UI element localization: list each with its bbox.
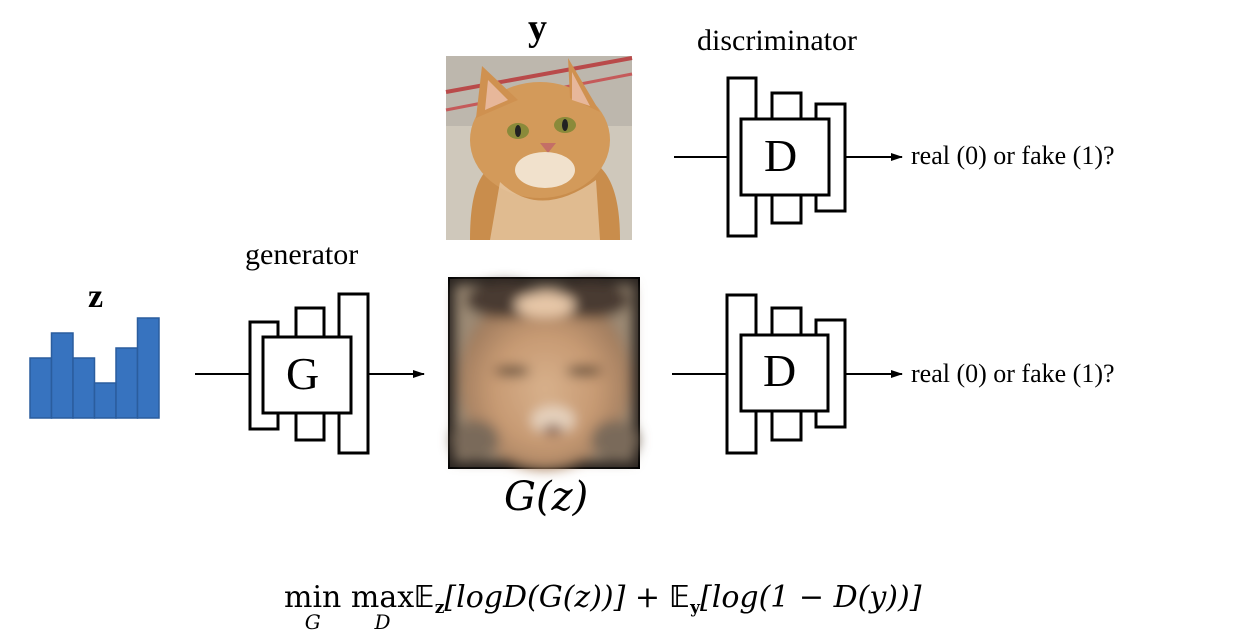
formula-term-1: [logD(G(z))] + [444,580,661,615]
output-top-label: real (0) or fake (1)? [911,141,1115,170]
latent-histogram [29,317,160,419]
discriminator-block-bottom-label: D [763,345,797,396]
discriminator-block-top [726,76,847,238]
discriminator-block-top-label: D [764,130,798,181]
expectation-y: 𝔼 [669,580,691,615]
real-sample-label: y [528,7,547,49]
generated-sample-caption: G(z) [504,474,589,520]
expectation-z-subscript: z [434,598,445,618]
generator-block [248,292,370,455]
histogram-bar [136,317,160,419]
real-cat-image [445,56,633,240]
histogram-bar [93,382,117,419]
formula-term-2: [log(1 − D(y))] [700,580,922,615]
discriminator-label: discriminator [697,24,857,57]
histogram-bar [29,357,53,419]
generator-block-label: G [286,348,320,399]
max-subscript: D [374,610,391,634]
histogram-bar [115,347,139,419]
output-bottom-label: real (0) or fake (1)? [911,359,1115,388]
latent-z-label: z [88,278,104,315]
generator-label: generator [245,238,359,271]
expectation-y-subscript: y [690,598,701,618]
min-subscript: G [304,610,321,634]
histogram-bar [72,357,96,419]
generated-cat-image [448,277,640,470]
expectation-z: 𝔼 [414,580,435,615]
histogram-bar [50,332,74,419]
